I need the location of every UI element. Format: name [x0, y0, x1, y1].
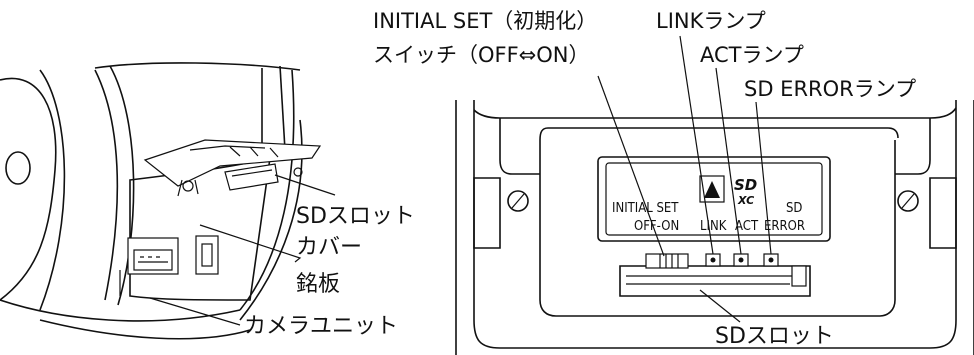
callout-sd-slot: SDスロット: [715, 324, 834, 349]
label-camera-unit: カメラユニット: [244, 314, 398, 339]
callout-initial-set-line1: INITIAL SET（初期化）: [373, 9, 597, 33]
callout-initial-set-line2: スイッチ（OFF⇔ON）: [373, 43, 590, 67]
label-sd-slot-cover-line1: SDスロット: [296, 204, 415, 229]
callout-act-lamp: ACTランプ: [700, 43, 804, 67]
panel-text-sd: SD: [786, 201, 802, 216]
left-leader-lines: [149, 174, 336, 326]
sd-panel-illustration: [455, 100, 974, 355]
camera-body-illustration: [0, 62, 322, 340]
right-leader-lines: [597, 35, 772, 323]
panel-text-act: ACT: [735, 219, 759, 234]
label-sd-slot-cover-line2: カバー: [296, 235, 362, 260]
callout-link-lamp: LINKランプ: [656, 9, 766, 33]
panel-text-error: ERROR: [764, 219, 805, 234]
panel-text-link: LINK: [700, 219, 727, 234]
panel-text-initial-set: INITIAL SET: [612, 201, 679, 216]
callout-sd-error-lamp: SD ERRORランプ: [744, 77, 916, 101]
panel-text-off-on: OFF-ON: [634, 219, 679, 234]
label-nameplate: 銘板: [296, 272, 340, 297]
sdxc-logo-bottom: XC: [737, 194, 754, 207]
sdxc-logo-top: SD: [734, 176, 757, 194]
